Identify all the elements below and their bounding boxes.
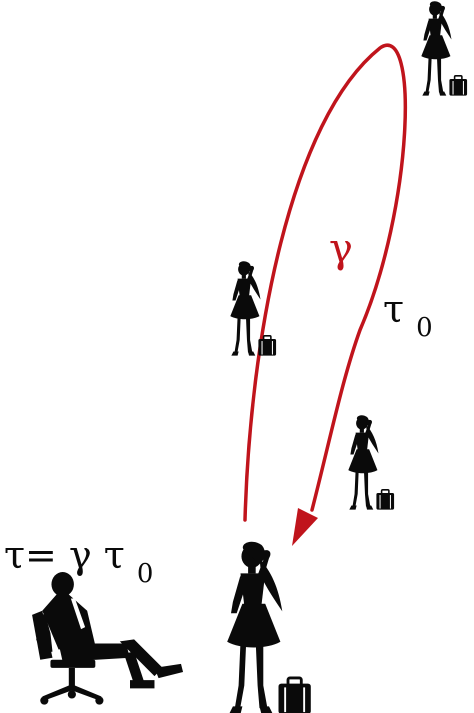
time-dilation-formula: τ= γ τ 0 xyxy=(4,533,153,589)
trajectory-loop xyxy=(243,43,407,522)
trajectory-arrowhead xyxy=(292,508,318,546)
traveler-top xyxy=(420,0,468,97)
formula-subscript: 0 xyxy=(137,559,154,589)
tau0-label: τ 0 xyxy=(383,287,433,343)
gamma-label: γ xyxy=(329,226,353,272)
traveler-mid-right xyxy=(347,414,395,511)
observer-seated-man xyxy=(32,572,184,705)
formula-main: τ= γ τ xyxy=(4,533,125,577)
traveler-bottom xyxy=(225,540,313,713)
traveler-mid-left xyxy=(229,260,277,357)
tau0-symbol: τ xyxy=(383,287,404,331)
tau0-subscript: 0 xyxy=(416,313,433,343)
